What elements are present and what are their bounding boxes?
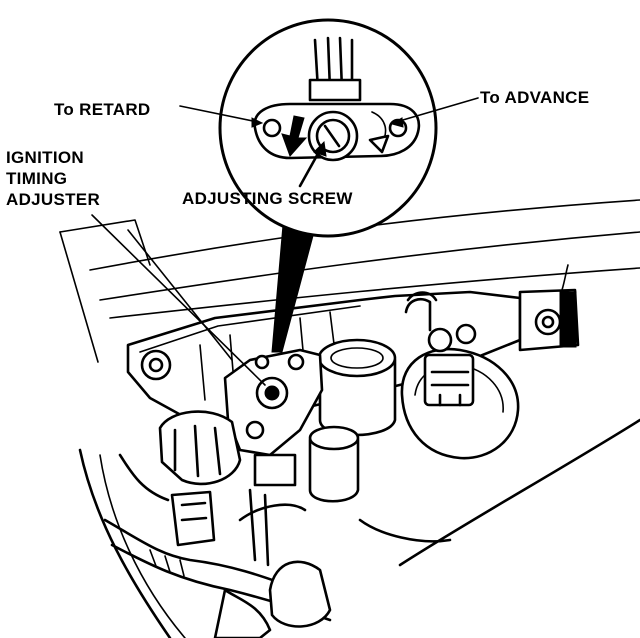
timing-adjuster-plate <box>223 348 324 487</box>
ignition-label-line3: ADJUSTER <box>6 190 101 209</box>
ignition-label-line2: TIMING <box>6 169 68 188</box>
ignition-label-line1: IGNITION <box>6 148 84 167</box>
ignition-timing-adjuster-label: IGNITION TIMING ADJUSTER <box>6 147 100 210</box>
adjusting-screw-label: ADJUSTING SCREW <box>182 189 353 208</box>
distributor-cylinder <box>308 338 397 503</box>
wiring-harness <box>103 410 452 638</box>
leader-lines <box>91 97 479 386</box>
to-retard-label: To RETARD <box>54 100 151 119</box>
magnified-detail <box>218 18 438 238</box>
to-advance-label: To ADVANCE <box>480 88 590 107</box>
right-bracket <box>518 264 580 352</box>
vacuum-actuator <box>400 291 520 460</box>
